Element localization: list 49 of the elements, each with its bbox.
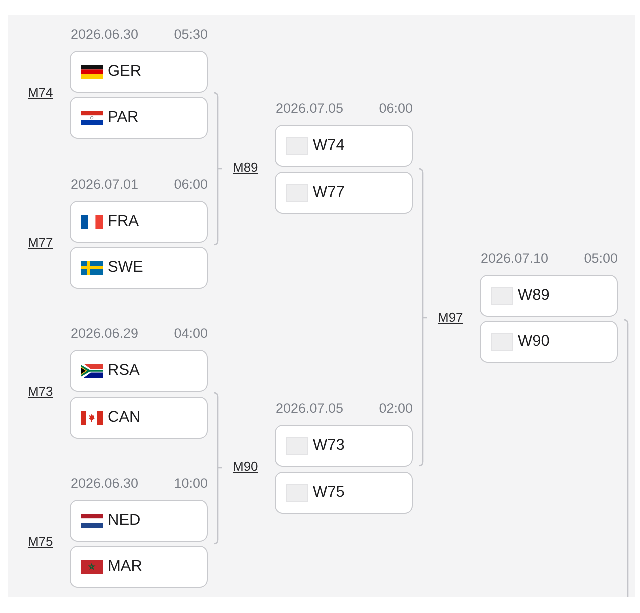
match-link: M73 — [28, 384, 54, 400]
team-slot — [70, 397, 208, 439]
match-time: 06:00 — [379, 101, 413, 117]
team-slot — [70, 546, 208, 588]
match-date: 2026.06.30 — [71, 27, 139, 43]
team-name: PAR — [108, 109, 139, 127]
match-link: M77 — [28, 235, 54, 251]
match-date: 2026.07.05 — [276, 401, 344, 417]
team-slot — [275, 125, 413, 167]
team-slot — [70, 500, 208, 542]
winner-label: W77 — [313, 184, 345, 202]
match-time: 10:00 — [174, 476, 208, 492]
winner-label: W89 — [518, 287, 550, 305]
winner-label: W75 — [313, 484, 345, 502]
team-slot — [70, 51, 208, 93]
match-time: 05:00 — [584, 251, 618, 267]
match-date: 2026.06.30 — [71, 476, 139, 492]
match-time: 05:30 — [174, 27, 208, 43]
team-name: FRA — [108, 213, 139, 231]
match-link: M75 — [28, 534, 54, 550]
team-name: NED — [108, 512, 141, 530]
team-name: GER — [108, 63, 142, 81]
team-slot — [70, 247, 208, 289]
match-link: M90 — [233, 459, 258, 475]
team-slot — [480, 321, 618, 363]
match-time: 06:00 — [174, 177, 208, 193]
team-name: RSA — [108, 362, 140, 380]
team-slot — [480, 275, 618, 317]
winner-label: W73 — [313, 437, 345, 455]
team-name: SWE — [108, 259, 144, 277]
team-slot — [70, 97, 208, 139]
team-slot — [275, 172, 413, 214]
match-link: M97 — [438, 310, 464, 326]
team-slot — [275, 472, 413, 514]
match-date: 2026.06.29 — [71, 326, 139, 342]
match-time: 04:00 — [174, 326, 208, 342]
match-date: 2026.07.05 — [276, 101, 344, 117]
team-slot — [70, 350, 208, 392]
winner-label: W74 — [313, 137, 345, 155]
team-name: MAR — [108, 558, 142, 576]
match-time: 02:00 — [379, 401, 413, 417]
team-slot — [70, 201, 208, 243]
team-slot — [275, 425, 413, 467]
match-date: 2026.07.10 — [481, 251, 549, 267]
match-link: M89 — [233, 160, 258, 176]
winner-label: W90 — [518, 333, 550, 351]
team-name: CAN — [108, 409, 141, 427]
match-link: M74 — [28, 85, 54, 101]
match-date: 2026.07.01 — [71, 177, 139, 193]
